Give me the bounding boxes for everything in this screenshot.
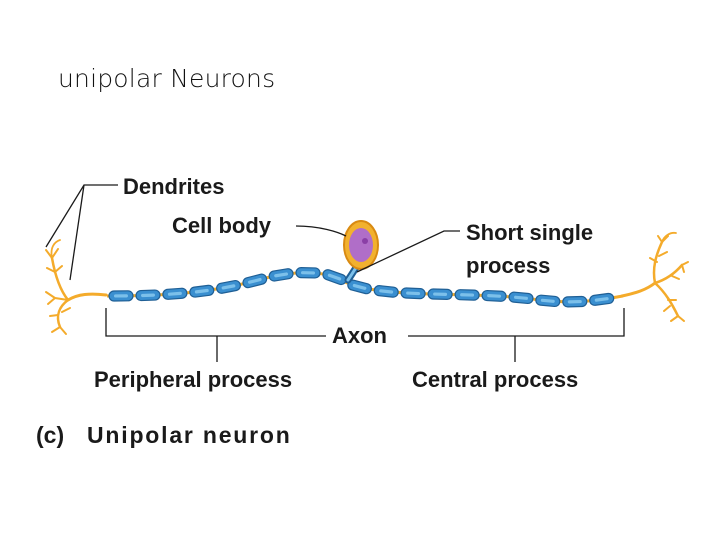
dendrites-leader (45, 184, 118, 281)
myelin-segment (242, 273, 268, 289)
myelin-segment (162, 287, 188, 300)
myelin-segment (481, 289, 507, 302)
peripheral-process-label: Peripheral process (94, 367, 292, 392)
dendrites-label: Dendrites (123, 174, 224, 199)
cell-body (343, 220, 379, 270)
myelin-segment (427, 288, 453, 300)
myelin-segment (216, 279, 241, 294)
cell-body-label: Cell body (172, 213, 272, 238)
myelin-segment (295, 267, 321, 279)
myelin-segment (508, 291, 534, 305)
slide-title: unipolar Neurons (58, 64, 276, 93)
short-single-process-label-line2: process (466, 253, 550, 278)
myelin-segment (535, 294, 561, 308)
myelin-segment (189, 284, 215, 298)
figure-caption-letter: (c) (36, 422, 64, 448)
myelin-segment (400, 287, 426, 300)
short-process-leader (356, 230, 460, 273)
cell-body-leader (295, 225, 347, 237)
central-process-label: Central process (412, 367, 578, 392)
myelin-segment (322, 269, 347, 286)
myelin-segment (562, 295, 588, 308)
leader-lines (45, 184, 625, 362)
myelin-segment (135, 289, 161, 302)
figure-caption-text: Unipolar neuron (87, 422, 292, 448)
myelin-segment (454, 289, 480, 301)
left-dendrite-tree (45, 239, 108, 335)
right-dendrite-tree (620, 231, 689, 322)
myelin-segment (589, 292, 615, 306)
axon-bracket (105, 308, 625, 337)
short-single-process-label-line1: Short single (466, 220, 593, 245)
axon-label: Axon (332, 323, 387, 348)
axon-myelin-sheath (106, 267, 624, 308)
myelin-segment (108, 290, 134, 302)
myelin-segment (373, 285, 399, 298)
myelin-segment (347, 279, 372, 295)
myelin-segment (268, 268, 294, 282)
